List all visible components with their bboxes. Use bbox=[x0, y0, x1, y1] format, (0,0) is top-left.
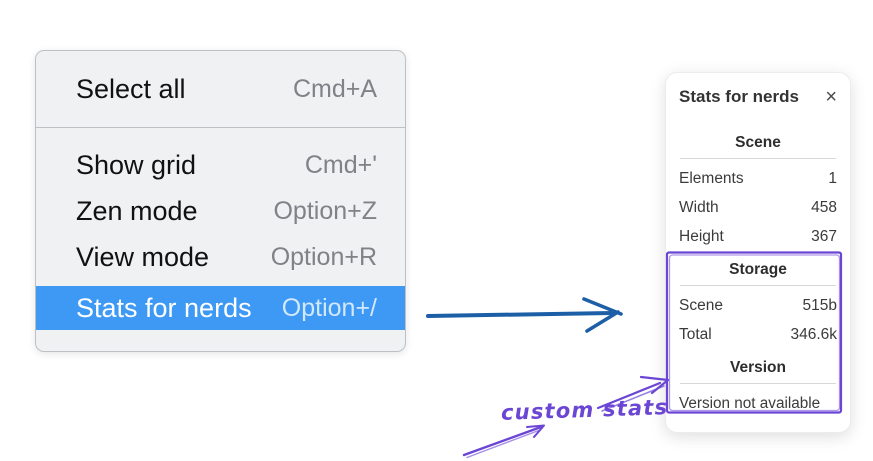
menu-item-label: View mode bbox=[76, 241, 210, 272]
section-version: Version Version not available bbox=[679, 358, 837, 418]
menu-item-shortcut: Option+/ bbox=[281, 293, 377, 322]
menu-item-shortcut: Cmd+A bbox=[292, 74, 377, 103]
section-scene: Scene Elements 1 Width 458 Height 367 bbox=[679, 133, 837, 251]
menu-group: Show grid Cmd+' Zen mode Option+Z View m… bbox=[36, 142, 405, 330]
menu-item-stats-for-nerds[interactable]: Stats for nerds Option+/ bbox=[36, 286, 405, 330]
menu-item-label: Stats for nerds bbox=[76, 292, 252, 323]
menu-item-select-all[interactable]: Select all Cmd+A bbox=[36, 65, 405, 113]
section-divider bbox=[680, 158, 836, 159]
menu-item-zen-mode[interactable]: Zen mode Option+Z bbox=[36, 188, 405, 234]
stats-panel-title: Stats for nerds bbox=[679, 87, 799, 106]
stat-value: 346.6k bbox=[790, 325, 837, 343]
flow-arrow bbox=[426, 297, 623, 333]
stat-row-scene-storage: Scene 515b bbox=[679, 291, 837, 320]
section-divider bbox=[680, 285, 836, 286]
section-title: Storage bbox=[729, 261, 787, 278]
menu-item-label: Zen mode bbox=[76, 195, 198, 226]
menu-item-show-grid[interactable]: Show grid Cmd+' bbox=[36, 142, 405, 188]
stats-panel: Stats for nerds × Scene Elements 1 Width… bbox=[665, 72, 851, 433]
stats-panel-header: Stats for nerds × bbox=[679, 87, 837, 107]
menu-item-shortcut: Option+R bbox=[270, 242, 377, 271]
stat-label: Width bbox=[679, 198, 719, 216]
stat-row-elements: Elements 1 bbox=[679, 164, 837, 193]
menu-divider bbox=[36, 127, 405, 128]
menu-item-shortcut: Option+Z bbox=[273, 196, 377, 225]
menu-item-label: Show grid bbox=[76, 149, 197, 180]
close-icon[interactable]: × bbox=[825, 86, 837, 108]
section-storage: Storage Scene 515b Total 346.6k bbox=[679, 260, 837, 349]
section-title: Scene bbox=[735, 134, 781, 151]
stat-value: 1 bbox=[828, 169, 837, 187]
version-note: Version not available bbox=[679, 394, 821, 412]
menu-item-view-mode[interactable]: View mode Option+R bbox=[36, 234, 405, 280]
menu-item-label: Select all bbox=[76, 73, 186, 104]
context-menu: Select all Cmd+A Show grid Cmd+' Zen mod… bbox=[35, 50, 406, 352]
stat-value: 367 bbox=[811, 227, 837, 245]
stat-label: Elements bbox=[679, 169, 744, 187]
stat-label: Height bbox=[679, 227, 724, 245]
stat-label: Total bbox=[679, 325, 712, 343]
stat-label: Scene bbox=[679, 296, 723, 314]
annotation-arrow-small bbox=[462, 424, 545, 459]
annotation-label: custom stats bbox=[500, 395, 669, 425]
stat-row-height: Height 367 bbox=[679, 222, 837, 251]
stat-value: 515b bbox=[802, 296, 837, 314]
section-divider bbox=[680, 383, 836, 384]
stat-row-total-storage: Total 346.6k bbox=[679, 320, 837, 349]
section-title: Version bbox=[730, 359, 786, 376]
menu-item-shortcut: Cmd+' bbox=[304, 150, 377, 179]
stat-row-width: Width 458 bbox=[679, 193, 837, 222]
stat-value: 458 bbox=[811, 198, 837, 216]
